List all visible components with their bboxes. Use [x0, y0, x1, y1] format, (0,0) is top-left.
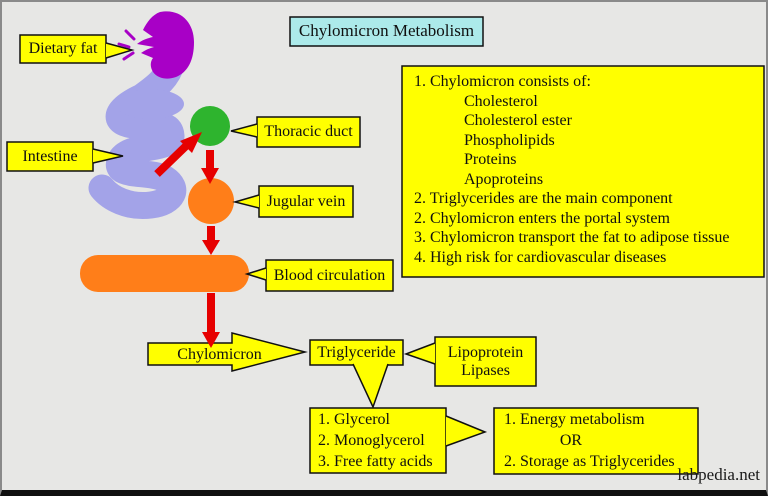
- breakdown-pointer: [445, 415, 488, 447]
- info-line: 4. High risk for cardiovascular diseases: [414, 248, 667, 266]
- jugular-vein-box: [258, 185, 354, 218]
- chylomicron-block-arrow: [147, 332, 308, 372]
- jugular-vein-label: Jugular vein: [266, 192, 346, 210]
- info-line: Cholesterol ester: [464, 112, 572, 129]
- breakdown-line: 1. Glycerol: [318, 411, 390, 428]
- dietary-fat-box: [19, 34, 107, 64]
- lipoprotein-lipases-box: [434, 336, 537, 387]
- blood-vessel-pill: [80, 255, 249, 292]
- thoracic-duct-label: Thoracic duct: [264, 123, 353, 141]
- intestine-icon: [88, 48, 186, 220]
- blood-circulation-label: Blood circulation: [273, 266, 386, 284]
- info-box-frame: [401, 65, 765, 278]
- triglyceride-label: Triglyceride: [317, 343, 396, 361]
- dietary-fat-pointer: [105, 42, 135, 59]
- info-line: 2. Triglycerides are the main component: [414, 190, 673, 207]
- info-line: Phospholipids: [464, 131, 555, 149]
- info-line: 2. Chylomicron enters the portal system: [414, 209, 670, 227]
- title-box: [289, 16, 484, 47]
- arrow-intestine-to-duct: [154, 143, 189, 177]
- jugular-vein-node: [188, 178, 234, 224]
- breakdown-line: 2. Monoglycerol: [318, 432, 425, 449]
- body-shoulder-icon: [116, 89, 184, 119]
- flow-arrows: [154, 132, 220, 348]
- chylomicron-label: Chylomicron: [177, 345, 262, 363]
- info-line: Cholesterol: [464, 92, 538, 110]
- fate-line: 2. Storage as Triglycerides: [504, 453, 675, 470]
- lipoprotein-pointer: [403, 342, 436, 365]
- blood-circulation-pointer: [244, 267, 267, 281]
- page-title: Chylomicron Metabolism: [298, 21, 475, 41]
- breakdown-line: 3. Free fatty acids: [318, 453, 433, 470]
- thoracic-duct-box: [256, 116, 361, 148]
- arrowhead: [180, 132, 202, 153]
- intestine-label: Intestine: [22, 147, 78, 165]
- intestine-box: [6, 141, 94, 172]
- fate-line-or: OR: [559, 432, 583, 449]
- food-burst-icon: [117, 29, 136, 61]
- info-line: 3. Chylomicron transport the fat to adip…: [414, 229, 730, 246]
- fate-list: 1. Energy metabolism OR 2. Storage as Tr…: [494, 408, 698, 474]
- arrowhead: [202, 240, 220, 255]
- info-box: 1. Chylomicron consists of: Cholesterol …: [402, 66, 764, 277]
- info-line: Proteins: [464, 151, 517, 168]
- watermark: labpedia.net: [677, 465, 760, 484]
- breakdown-list: 1. Glycerol 2. Monoglycerol 3. Free fatt…: [310, 408, 446, 473]
- lipoprotein-lipases-label: Lipoprotein Lipases: [435, 339, 536, 384]
- breakdown-box: [309, 407, 447, 474]
- dietary-fat-label: Dietary fat: [28, 40, 98, 58]
- info-line: Apoproteins: [464, 170, 544, 188]
- lipoprotein-line-2: Lipases: [461, 361, 510, 379]
- fate-box: [493, 407, 699, 475]
- jugular-vein-pointer: [232, 194, 260, 209]
- arrowhead: [201, 168, 219, 184]
- lipoprotein-line-1: Lipoprotein: [447, 343, 524, 361]
- arrowhead: [202, 332, 220, 348]
- info-line: 1. Chylomicron consists of:: [414, 73, 591, 90]
- triglyceride-down-pointer: [352, 363, 389, 409]
- fate-line: 1. Energy metabolism: [504, 411, 645, 428]
- person-head-eating-icon: [137, 11, 194, 79]
- intestine-pointer: [92, 148, 124, 164]
- thoracic-duct-pointer: [230, 123, 258, 138]
